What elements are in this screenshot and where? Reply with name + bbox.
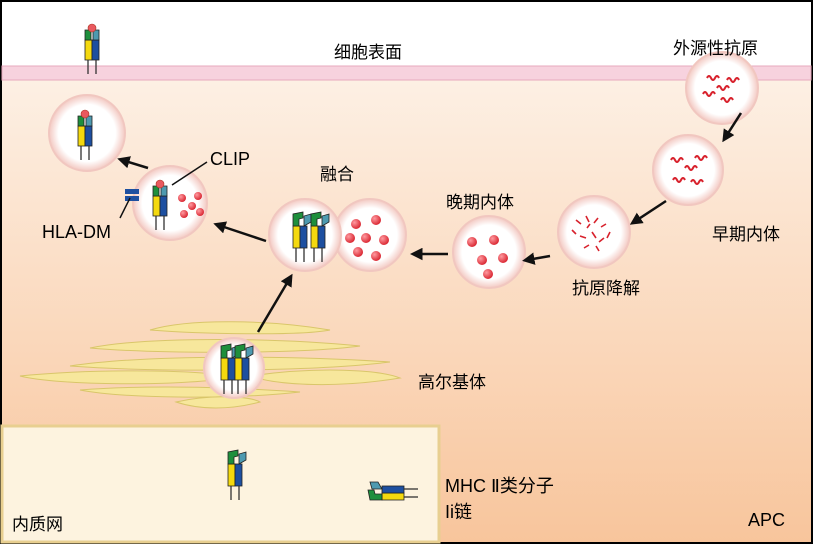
hla-dm-molecule xyxy=(125,189,139,194)
early-endosome-vesicle xyxy=(652,134,724,206)
mhc-peptide-vesicle xyxy=(48,94,126,172)
label-golgi: 高尔基体 xyxy=(418,373,486,393)
label-fusion: 融合 xyxy=(320,165,354,185)
golgi-vesicle xyxy=(203,337,265,399)
label-er: 内质网 xyxy=(12,515,63,535)
cell-membrane xyxy=(1,65,812,81)
clip-pointer xyxy=(171,161,208,186)
label-antigen-degradation: 抗原降解 xyxy=(572,279,640,299)
fusion-vesicle xyxy=(268,198,407,272)
label-mhc-class2: MHC Ⅱ类分子 xyxy=(445,476,554,496)
clip-vesicle xyxy=(125,165,208,241)
antigen-degradation-vesicle xyxy=(557,195,631,269)
label-clip: CLIP xyxy=(210,149,251,169)
label-exogenous-antigen: 外源性抗原 xyxy=(673,39,758,59)
hla-dm-pointer xyxy=(119,197,131,219)
label-ii-chain: Ii链 xyxy=(445,502,472,522)
endoplasmic-reticulum xyxy=(0,424,441,544)
pathway-arrows xyxy=(117,112,743,333)
label-late-endosome: 晚期内体 xyxy=(446,193,514,213)
label-hla-dm: HLA-DM xyxy=(42,222,112,242)
label-cell-surface: 细胞表面 xyxy=(334,43,402,63)
antigen-uptake-vesicle xyxy=(685,51,759,125)
label-apc: APC xyxy=(748,510,786,530)
label-early-endosome: 早期内体 xyxy=(712,225,780,245)
late-endosome-vesicle xyxy=(452,215,526,289)
